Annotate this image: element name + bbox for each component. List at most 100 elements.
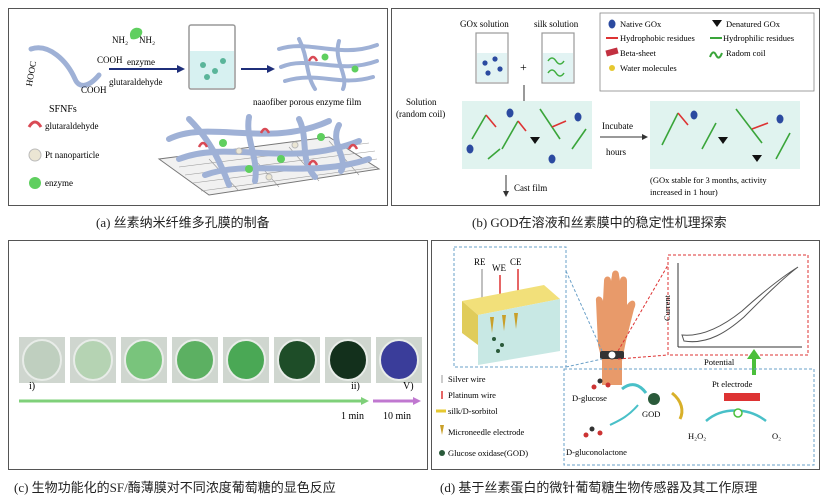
glutaraldehyde-legend-icon bbox=[27, 120, 43, 128]
incubate-arrow-head bbox=[642, 134, 648, 140]
beta-sheet-icon bbox=[605, 47, 619, 57]
enzyme-molecule-icon bbox=[129, 27, 143, 40]
solution-molecules bbox=[471, 108, 587, 160]
arrow-to-film-head bbox=[267, 65, 275, 73]
panel-c-diagram: i) ii) V) 1 min 10 min bbox=[19, 337, 422, 422]
pt-nanoparticle-legend-icon bbox=[28, 148, 42, 162]
legend-god: Glucose oxidase(GOD) bbox=[448, 448, 528, 458]
gluconolactone-molecule-icon bbox=[583, 426, 603, 438]
enzyme-top-label: enzyme bbox=[127, 57, 155, 67]
hours-label: hours bbox=[606, 147, 626, 157]
incubated-molecules bbox=[661, 108, 791, 160]
well-sample bbox=[226, 339, 266, 381]
god-enzyme-icon bbox=[648, 393, 660, 405]
gox-beaker-icon bbox=[475, 32, 509, 84]
panel-a: HOOC COOH COOH SFNFs NH₂ NH₂ enzyme glut… bbox=[8, 8, 388, 206]
marker-i: i) bbox=[29, 381, 35, 392]
caption-b: (b) GOD在溶液和丝素膜中的稳定性机理探索 bbox=[472, 215, 727, 230]
caption-d: (d) 基于丝素蛋白的微针葡萄糖生物传感器及其工作原理 bbox=[440, 480, 758, 495]
caption-c: (c) 生物功能化的SF/酶薄膜对不同浓度葡萄糖的显色反应 bbox=[14, 480, 336, 495]
beaker-gox-label: GOx solution bbox=[460, 19, 509, 29]
h2o2-label: H₂O₂ bbox=[688, 431, 706, 441]
network-glut-marks bbox=[197, 127, 359, 166]
we-label: WE bbox=[492, 263, 506, 273]
film-enzyme-dot bbox=[321, 53, 329, 61]
legend-microneedle: Microneedle electrode bbox=[448, 427, 524, 437]
native-gox-icon bbox=[608, 19, 616, 29]
solution-box bbox=[462, 101, 592, 169]
legend-water: Water molecules bbox=[620, 63, 677, 73]
solution-label: Solution bbox=[406, 97, 437, 107]
panel-b-diagram: GOx solution silk solution + Native GOx … bbox=[396, 12, 815, 197]
panel-a-diagram: HOOC COOH COOH SFNFs NH₂ NH₂ enzyme glut… bbox=[24, 24, 381, 196]
ce-label: CE bbox=[510, 257, 522, 267]
marker-ii: ii) bbox=[351, 381, 360, 392]
sensor-inset-frame bbox=[453, 246, 567, 368]
legend-random-coil: Radom coil bbox=[726, 48, 766, 58]
reaction-frame bbox=[563, 368, 815, 466]
incubated-box bbox=[650, 101, 800, 169]
potential-arrow-head bbox=[747, 349, 761, 359]
zoom-line-red bbox=[617, 354, 669, 360]
hand-icon bbox=[595, 270, 636, 385]
gox-stable-note-2: increased in 1 hour) bbox=[650, 187, 718, 197]
panel-d-diagram: RE WE CE Silver wire Platinum wire silk/… bbox=[436, 246, 815, 466]
zoom-line-red bbox=[617, 264, 669, 352]
enzyme-legend-icon bbox=[29, 177, 41, 189]
glucose-molecule-icon bbox=[591, 378, 611, 390]
legend-hydrophilic: Hydrophilic residues bbox=[723, 33, 794, 43]
re-label: RE bbox=[474, 257, 486, 267]
pt-electrode-label: Pt electrode bbox=[712, 379, 753, 389]
cooh-label-1: HOOC bbox=[24, 60, 38, 87]
pt-electrode-bar bbox=[724, 393, 760, 401]
zoom-line bbox=[565, 358, 603, 368]
d-glucose-label: D-glucose bbox=[572, 393, 607, 403]
well-sample bbox=[379, 339, 419, 381]
sfnfs-label: SFNFs bbox=[49, 104, 77, 115]
gox-stable-note-1: (GOx stable for 3 months, activity bbox=[650, 175, 767, 185]
incubated-denatured-gox bbox=[718, 137, 762, 162]
network-enzymes bbox=[219, 133, 325, 173]
o2-label: O₂ bbox=[772, 431, 781, 441]
film-enzyme-dot bbox=[351, 65, 359, 73]
panel-b: GOx solution silk solution + Native GOx … bbox=[391, 8, 820, 206]
legend-native-gox: Native GOx bbox=[620, 19, 662, 29]
marker-v: V) bbox=[403, 381, 414, 392]
cooh-label-2: COOH bbox=[97, 55, 123, 65]
legend-pt-nanoparticle: Pt nanoparticle bbox=[45, 150, 99, 160]
god-label: GOD bbox=[642, 409, 660, 419]
time-1min: 1 min bbox=[341, 411, 364, 422]
cooh-label-3: COOH bbox=[81, 85, 107, 95]
electrode-reaction-icon bbox=[733, 408, 743, 418]
glucose-to-god-arrow bbox=[621, 383, 648, 394]
gluconolactone-arrow bbox=[609, 404, 639, 426]
cv-plot-frame bbox=[667, 254, 809, 356]
well-sample bbox=[175, 339, 215, 381]
god-dots bbox=[492, 337, 504, 353]
cast-film-label: Cast film bbox=[514, 183, 547, 193]
denatured-gox-icon bbox=[712, 20, 722, 27]
well-sample bbox=[328, 339, 368, 381]
microneedles bbox=[490, 313, 518, 333]
network-pt-particles bbox=[235, 141, 299, 181]
god-to-h2o2-arrow bbox=[671, 391, 684, 420]
cast-film-arrow-head bbox=[503, 191, 509, 197]
well-sample bbox=[73, 339, 113, 381]
god-icon bbox=[439, 450, 445, 456]
gluconolactone-label: D-gluconolactone bbox=[566, 447, 627, 457]
legend-glutaraldehyde: glutaraldehyde bbox=[45, 121, 98, 131]
legend-denatured-gox: Denatured GOx bbox=[726, 19, 781, 29]
patch-front bbox=[462, 301, 478, 345]
arrow-to-beaker-head bbox=[177, 65, 185, 73]
panel-d: RE WE CE Silver wire Platinum wire silk/… bbox=[431, 240, 820, 470]
legend-beta-sheet: Beta-sheet bbox=[620, 48, 657, 58]
current-label: Current bbox=[662, 294, 672, 321]
small-fiber-film bbox=[277, 37, 379, 91]
time-10min: 10 min bbox=[383, 411, 411, 422]
legend-silver-wire: Silver wire bbox=[448, 374, 486, 384]
cv-curve bbox=[681, 266, 799, 343]
skin-block bbox=[478, 299, 560, 365]
wrist-sensor-icon bbox=[607, 350, 617, 360]
plus-sign: + bbox=[520, 60, 527, 74]
silk-beaker-icon bbox=[541, 32, 575, 84]
